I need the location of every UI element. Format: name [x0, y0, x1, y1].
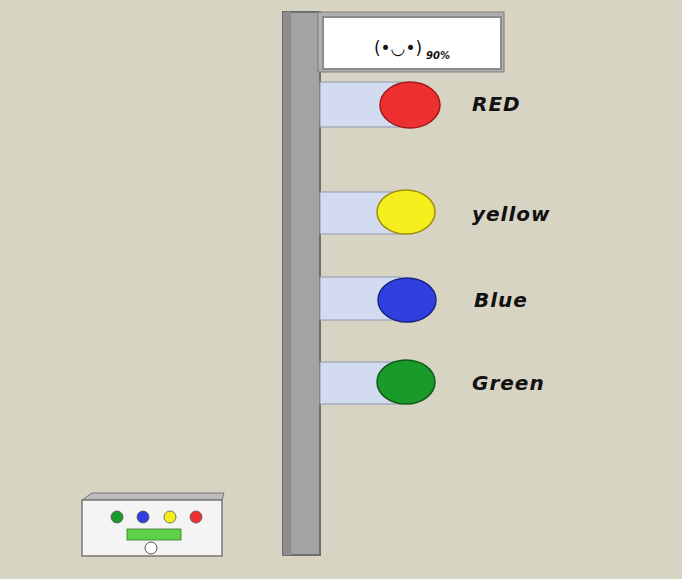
yellow-dot [164, 511, 176, 523]
green-lamp [377, 360, 435, 404]
red-dot [190, 511, 202, 523]
blue-dot [137, 511, 149, 523]
display-frame [318, 12, 504, 72]
control-knob [145, 542, 157, 554]
display-box: (•◡•) 90% [322, 16, 502, 70]
red-lamp [380, 82, 440, 128]
blue-lamp [378, 278, 436, 322]
yellow-lamp [377, 190, 435, 234]
control-box-top [82, 493, 224, 500]
control-bar [127, 529, 181, 540]
face-text: (•◡•) [374, 38, 422, 58]
color-label: RED [472, 92, 521, 116]
pole [283, 12, 320, 555]
color-label: Blue [474, 288, 528, 312]
color-label: yellow [472, 202, 551, 226]
percent-text: 90% [426, 50, 450, 61]
control-box [82, 500, 222, 556]
color-label: Green [472, 371, 545, 395]
pole-shade [283, 12, 291, 555]
green-dot [111, 511, 123, 523]
